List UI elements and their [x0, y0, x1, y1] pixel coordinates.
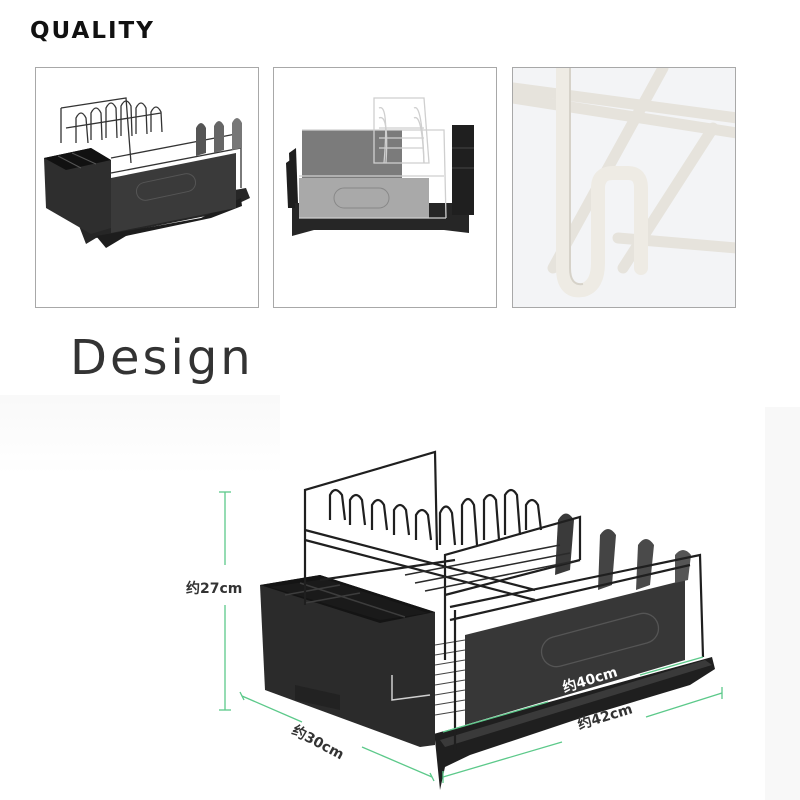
- thumbnail-black-rack[interactable]: [35, 67, 259, 308]
- design-heading: Design: [70, 330, 254, 386]
- wire-hook-closeup-image: [513, 68, 735, 307]
- background-shade-right: [765, 407, 800, 800]
- dish-rack-front-image: [286, 97, 474, 236]
- quality-heading: QUALITY: [30, 18, 155, 44]
- dish-rack-image: [44, 97, 250, 248]
- height-dimension-label: 约27cm: [186, 581, 243, 597]
- dish-rack-product-image: [219, 450, 723, 790]
- thumbnail-silver-rack[interactable]: [273, 67, 497, 308]
- thumbnail-wire-closeup[interactable]: [512, 67, 736, 308]
- background-shade: [0, 395, 280, 475]
- product-dimension-diagram: 约27cm 约30cm 约42cm 约40cm: [0, 395, 800, 800]
